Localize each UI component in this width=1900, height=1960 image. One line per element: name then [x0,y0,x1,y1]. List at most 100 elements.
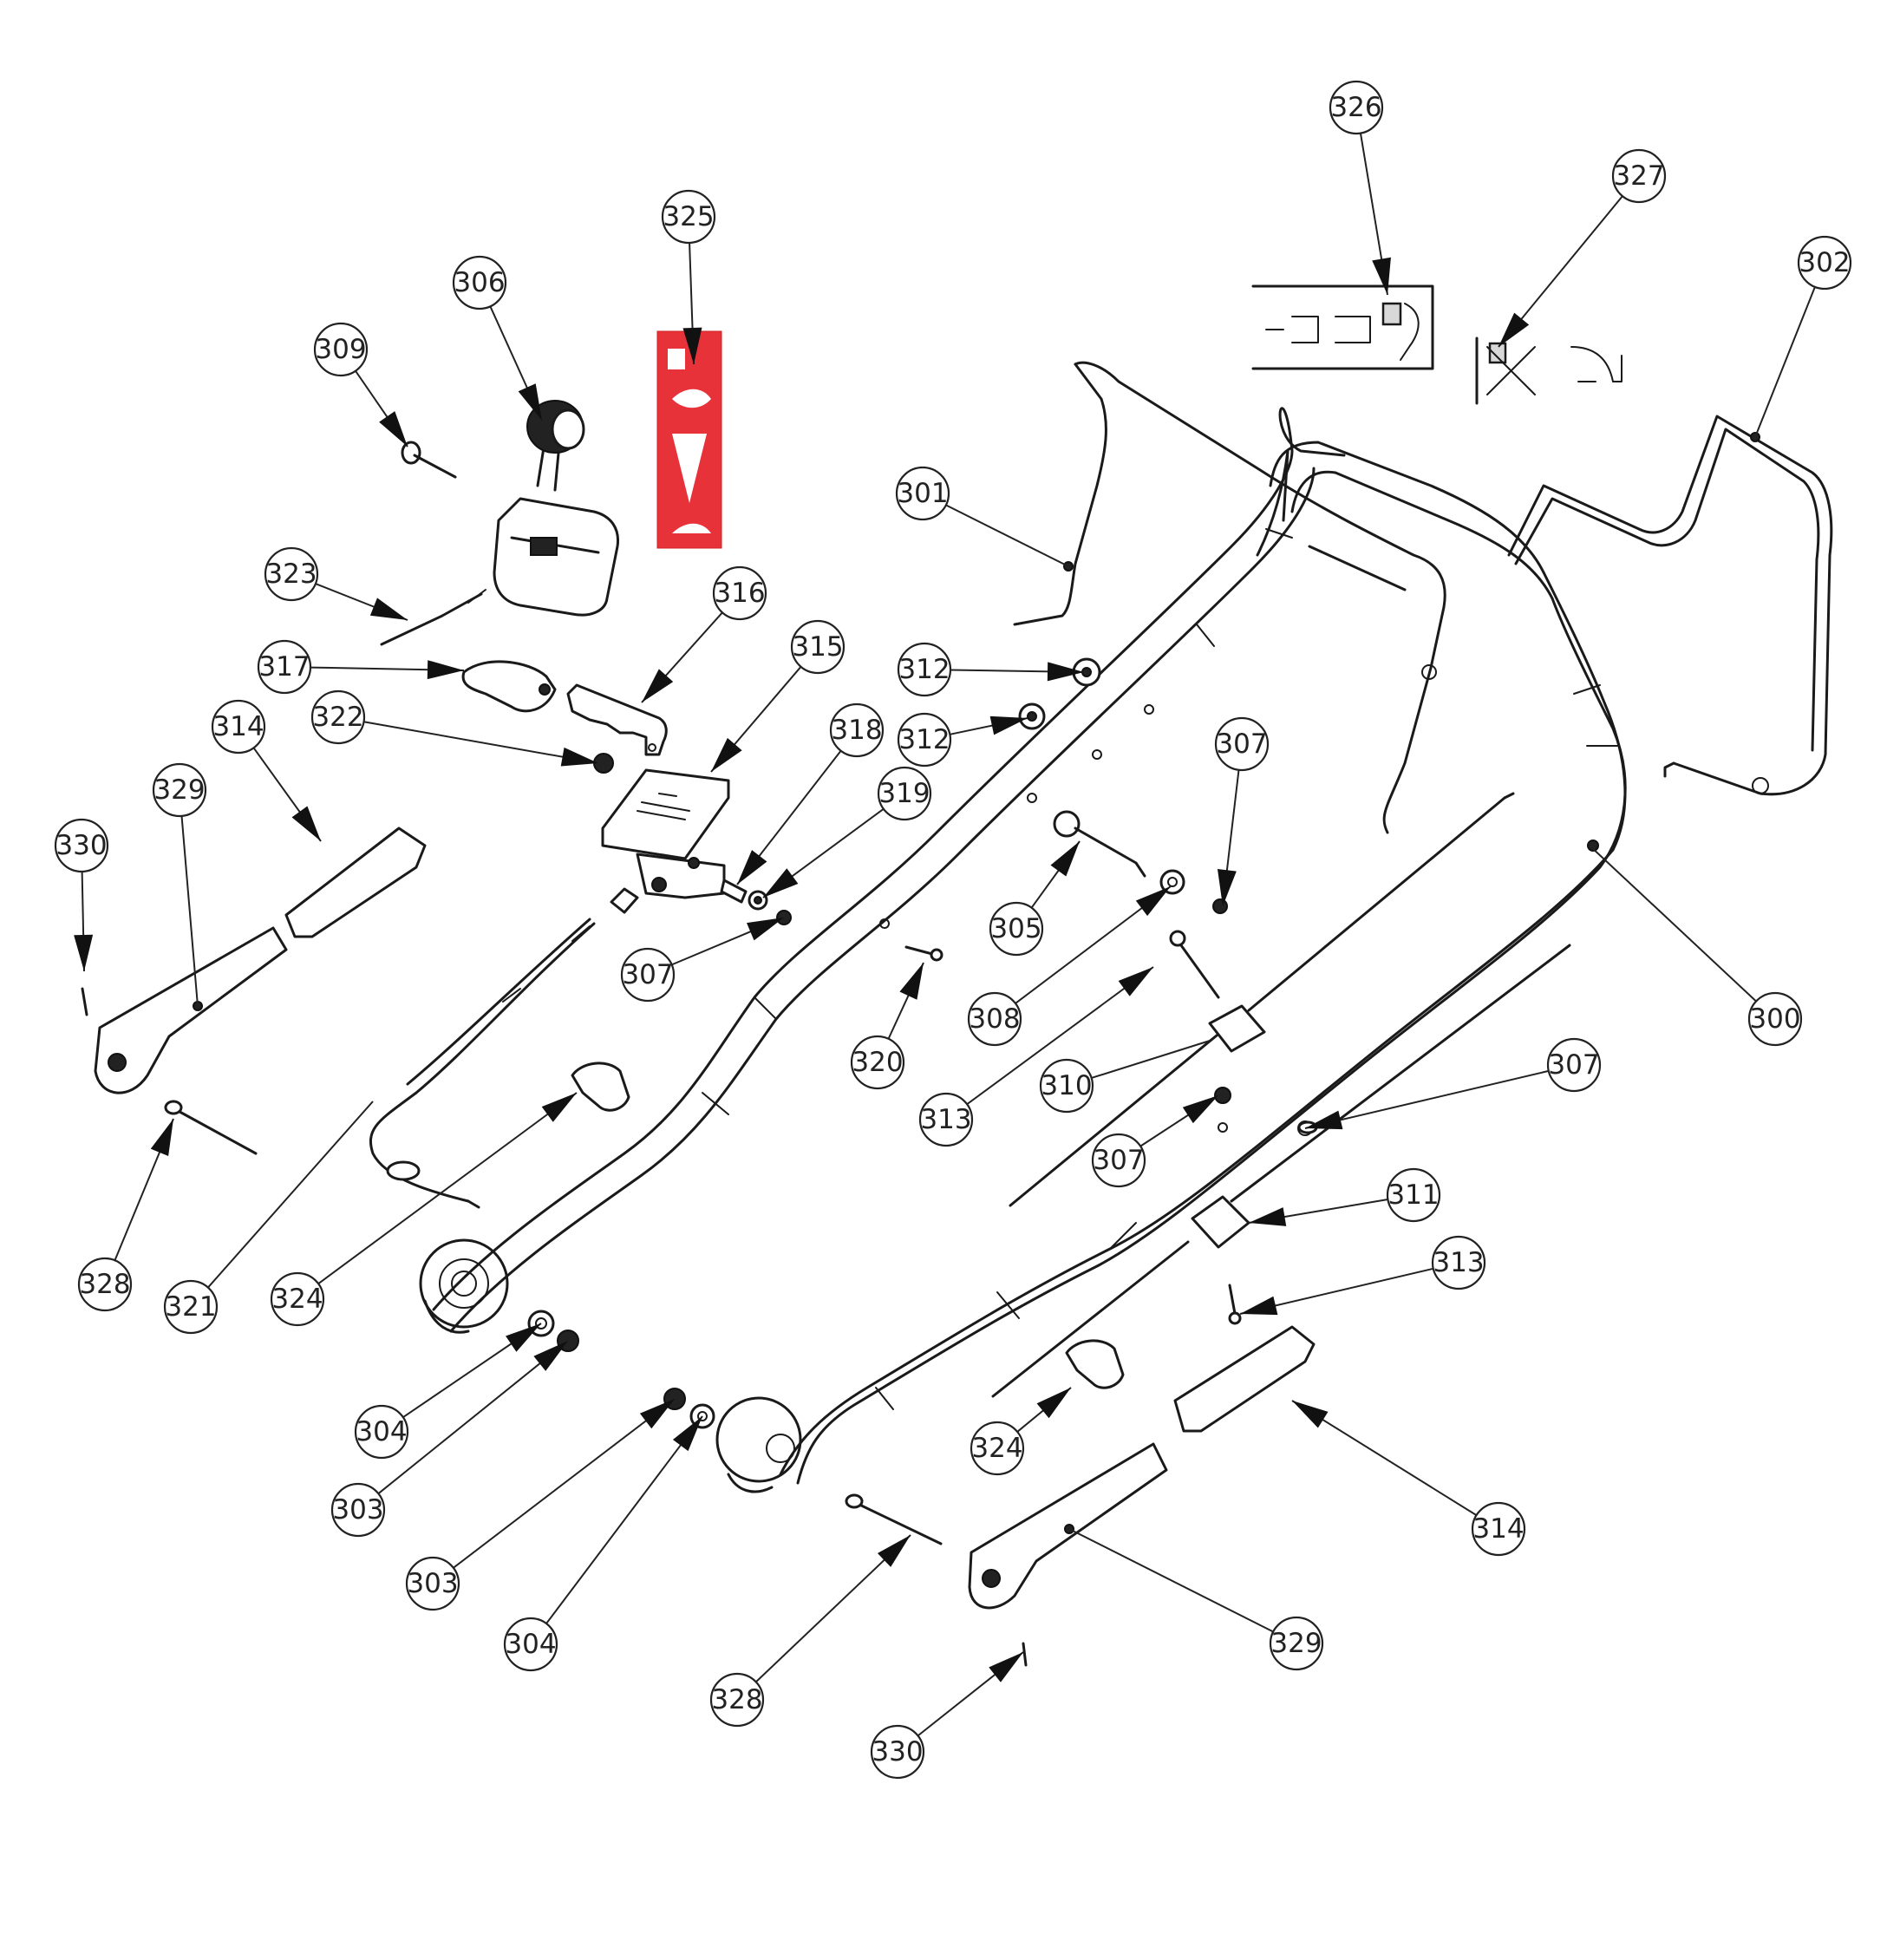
callout-322: 322 [310,689,366,745]
arrowhead [672,1416,702,1452]
leader-line [1754,286,1816,438]
callout-317: 317 [257,639,312,695]
callout-323: 323 [264,546,319,602]
leader-line [1068,1528,1274,1633]
callout-label: 313 [920,1104,971,1135]
arrowhead [1182,1095,1218,1124]
cover-314 [284,826,1316,1433]
callout-label: 301 [897,478,948,509]
callout-302: 302 [1797,235,1852,291]
arrowhead [763,868,799,898]
callout-label: 328 [79,1269,130,1300]
callout-316: 316 [712,565,767,621]
arrowhead [560,747,598,767]
callout-307: 307 [620,947,676,1003]
callout-307: 307 [1546,1037,1602,1093]
callout-label: 324 [971,1433,1022,1464]
callout-311: 311 [1386,1167,1441,1223]
callout-307: 307 [1214,716,1270,772]
callout-321: 321 [163,1279,219,1335]
callout-315: 315 [790,619,846,675]
callout-309: 309 [313,322,369,377]
callout-312: 312 [897,642,952,697]
leader-line [377,1340,569,1494]
callout-label: 330 [872,1736,923,1767]
arrowhead [1050,841,1080,877]
arrowhead [150,1119,173,1157]
callout-label: 302 [1799,247,1850,278]
arrowhead [989,715,1028,735]
callout-label: 307 [1093,1145,1144,1176]
pin-330 [81,987,1028,1667]
arrowhead [737,850,767,885]
leader-line [1091,1040,1211,1079]
leader-line [1589,845,1757,1003]
control-lever-306 [493,400,620,617]
callout-313: 313 [918,1092,974,1147]
arrowhead [1036,1388,1071,1419]
callout-314: 314 [211,699,266,755]
callout-label: 304 [356,1416,407,1447]
decal-325 [656,330,722,549]
callout-310: 310 [1039,1058,1094,1114]
callout-328: 328 [77,1257,133,1312]
washer-312 [1018,657,1101,730]
leader-line [317,1092,578,1284]
callout-label: 303 [407,1568,458,1599]
arrowhead [379,411,408,447]
callout-label: 327 [1613,160,1664,192]
callout-329: 329 [152,762,207,818]
leader-line [207,1101,374,1289]
callout-label: 317 [258,651,310,683]
lever-plate-315 [601,768,730,899]
callout-312: 312 [897,712,952,768]
bail-301 [1013,361,1446,834]
callout-label: 324 [271,1284,323,1315]
callout-label: 312 [898,724,950,755]
callout-306: 306 [452,255,507,310]
grip-329 [94,926,1168,1610]
callout-label: 300 [1749,1003,1800,1035]
callout-326: 326 [1329,80,1384,135]
callout-304: 304 [354,1404,409,1460]
decal-326 [1251,284,1434,370]
throttle-cable-321 [369,887,639,1209]
callout-314: 314 [1471,1501,1526,1557]
leader-line [545,1415,703,1624]
leader-lines [74,133,1816,1737]
callout-324: 324 [270,1271,325,1327]
callout-label: 314 [1472,1513,1524,1545]
cap-317 [461,660,557,713]
leader-line [945,504,1069,567]
callouts: 300 301 302 303 303 304 304 305 306 307 … [54,80,1852,1780]
callout-label: 312 [898,654,950,685]
arrowhead [682,327,702,364]
callout-328: 328 [709,1672,765,1728]
callout-label: 310 [1041,1070,1092,1101]
arrowhead [74,934,94,971]
arrowhead [1135,886,1171,917]
callout-313: 313 [1431,1235,1486,1290]
callout-label: 323 [265,559,317,590]
callout-label: 320 [852,1047,903,1078]
callout-327: 327 [1611,148,1667,204]
fitting-318 [720,879,748,904]
arrowhead [1118,967,1153,996]
arrowhead [1372,257,1391,295]
callout-label: 314 [212,711,264,742]
leader-line [363,721,599,764]
cable-adjuster-311 [991,944,1571,1398]
leader-line [1304,1069,1550,1129]
arrowhead [711,737,742,772]
arrowhead [1047,662,1084,682]
callout-329: 329 [1269,1616,1324,1671]
arrowhead [747,918,784,941]
callout-307: 307 [1091,1133,1146,1188]
arrowhead [877,1535,911,1567]
arrowhead [1292,1401,1329,1428]
callout-label: 329 [1270,1628,1322,1659]
callout-324: 324 [970,1421,1025,1476]
fitting-319 [748,890,768,911]
callout-label: 328 [711,1684,762,1715]
callout-label: 329 [153,774,205,806]
